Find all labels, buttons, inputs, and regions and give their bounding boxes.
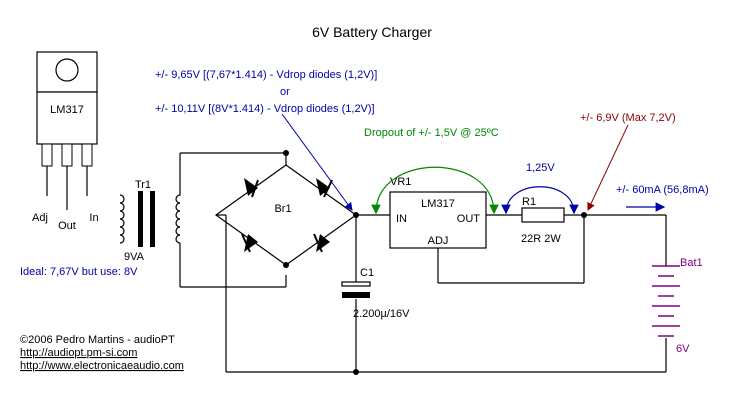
regulator-pin-adj: ADJ [428, 235, 449, 247]
transformer-ref: Tr1 [135, 179, 151, 191]
vin-arrow [281, 113, 353, 211]
regulator-ref: VR1 [390, 176, 411, 188]
copyright-text: ©2006 Pedro Martins - audioPT [20, 334, 175, 346]
vref-arc [505, 186, 575, 214]
resistor-symbol [521, 207, 565, 223]
transformer-rating: 9VA [124, 251, 145, 263]
dropout-arc [375, 166, 495, 214]
resistor-value: 22R 2W [521, 233, 561, 245]
battery-value: 6V [676, 343, 690, 355]
bridge-ref: Br1 [274, 203, 291, 215]
capacitor-value: 2.200µ/16V [353, 308, 410, 320]
vout-annotation: +/- 6,9V (Max 7,2V) [580, 112, 676, 124]
vin-annotation-line2: +/- 10,11V [(8V*1.414) - Vdrop diodes (1… [155, 103, 375, 115]
junction-dot [283, 150, 289, 156]
junction-dot [353, 212, 359, 218]
battery-ref: Bat1 [680, 257, 703, 269]
battery-symbol [652, 265, 680, 337]
regulator-pin-out: OUT [457, 213, 481, 225]
capacitor-ref: C1 [360, 267, 374, 279]
pin-out-label: Out [58, 220, 76, 232]
regulator-symbol [389, 191, 487, 249]
pin-adj-label: Adj [32, 212, 48, 224]
lm317-package-icon [36, 51, 98, 210]
regulator-name: LM317 [421, 198, 455, 210]
credit-link-1[interactable]: http://audiopt.pm-si.com [20, 347, 137, 359]
pin-in-label: In [89, 212, 98, 224]
junction-dot [581, 212, 587, 218]
resistor-ref: R1 [522, 196, 536, 208]
credit-link-2[interactable]: http://www.electronicaeaudio.com [20, 360, 184, 372]
capacitor-symbol [341, 281, 371, 298]
dropout-annotation: Dropout of +/- 1,5V @ 25ºC [364, 127, 499, 139]
vout-arrow [587, 124, 629, 211]
bridge-rectifier-symbol [180, 152, 358, 288]
vin-annotation-or: or [280, 86, 290, 98]
transformer-note: Ideal: 7,67V but use: 8V [20, 266, 138, 278]
regulator-pin-in: IN [396, 213, 407, 225]
transformer-symbol [119, 153, 181, 287]
vin-annotation-line1: +/- 9,65V [(7,67*1.414) - Vdrop diodes (… [155, 69, 377, 81]
package-name: LM317 [50, 104, 84, 116]
vref-annotation: 1,25V [526, 162, 555, 174]
diagram-title: 6V Battery Charger [312, 24, 432, 40]
junction-dot [353, 369, 359, 375]
junction-dot [283, 262, 289, 268]
current-annotation: +/- 60mA (56,8mA) [616, 184, 709, 196]
